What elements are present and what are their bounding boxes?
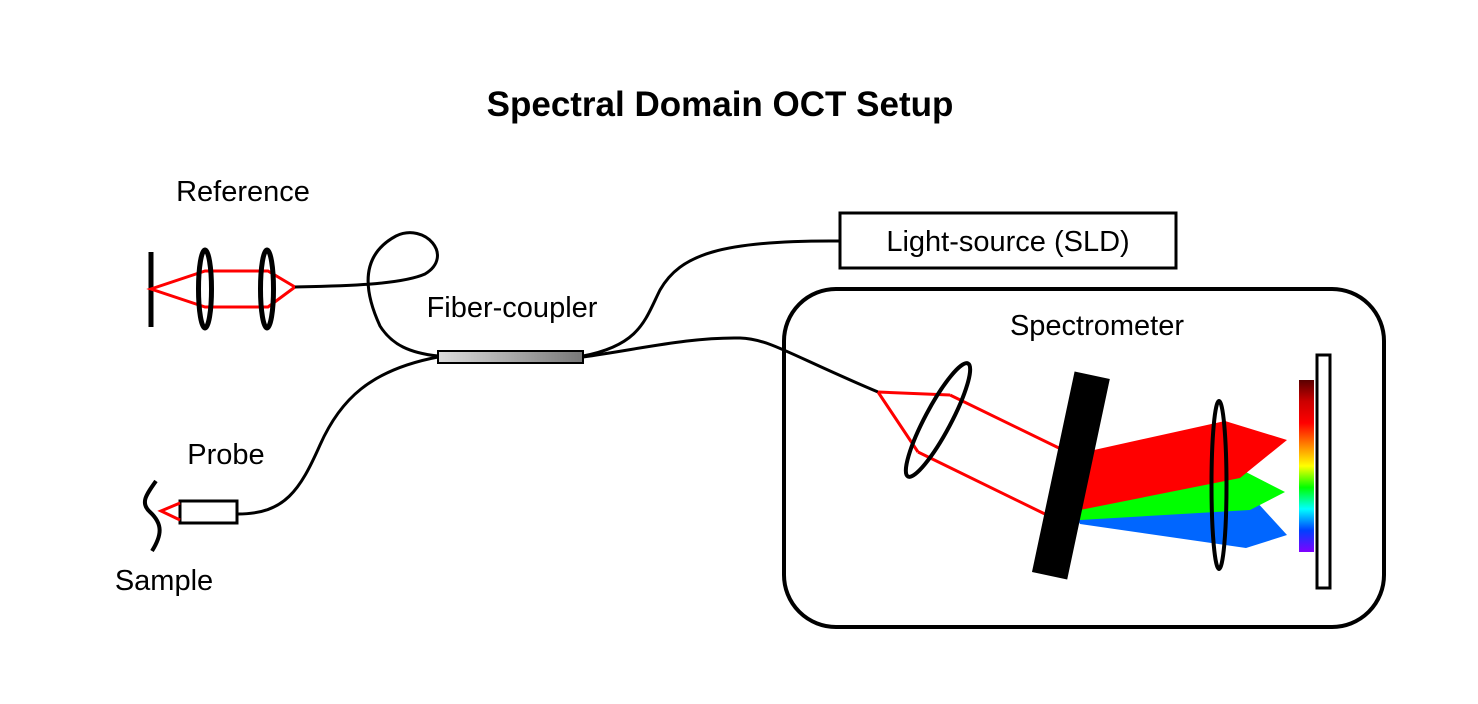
reference-fiber — [294, 231, 439, 358]
collimating-beam — [876, 390, 1064, 518]
spectrometer-enclosure — [782, 287, 1386, 629]
dispersed-spectrum — [1076, 421, 1287, 548]
sample-surface — [142, 479, 162, 553]
reference-lens-1 — [196, 247, 214, 331]
focusing-lens — [1209, 399, 1229, 571]
reference-lens-2 — [258, 247, 276, 331]
spectrometer-fiber — [582, 336, 879, 394]
fibers — [237, 231, 879, 516]
reference-beam — [146, 269, 296, 309]
diffraction-grating — [1031, 371, 1110, 580]
spectrometer-label: Spectrometer — [1010, 310, 1184, 342]
spectrometer: Spectrometer — [782, 287, 1386, 629]
reference-label: Reference — [176, 176, 310, 208]
probe-arm: Probe Sample — [115, 439, 265, 597]
light-source: Light-source (SLD) — [838, 211, 1178, 270]
diagram-title: Spectral Domain OCT Setup — [487, 85, 954, 124]
fiber-coupler: Fiber-coupler — [427, 292, 598, 364]
collimating-lens — [903, 361, 973, 479]
probe-body — [178, 499, 239, 525]
spectrum-fan-green — [1078, 470, 1285, 520]
line-camera — [1315, 353, 1332, 590]
fiber-coupler-body — [437, 350, 584, 364]
probe-beam — [157, 501, 181, 522]
source-fiber — [582, 239, 841, 358]
sample-label: Sample — [115, 565, 213, 597]
reference-arm: Reference — [146, 176, 310, 331]
probe-label: Probe — [187, 439, 264, 471]
light-source-box — [838, 211, 1178, 270]
detector-spectrum — [1299, 380, 1314, 552]
light-source-label: Light-source (SLD) — [886, 226, 1129, 258]
fiber-coupler-label: Fiber-coupler — [427, 292, 598, 324]
sample-fiber — [237, 355, 439, 516]
spectrum-fan-red — [1080, 421, 1287, 510]
